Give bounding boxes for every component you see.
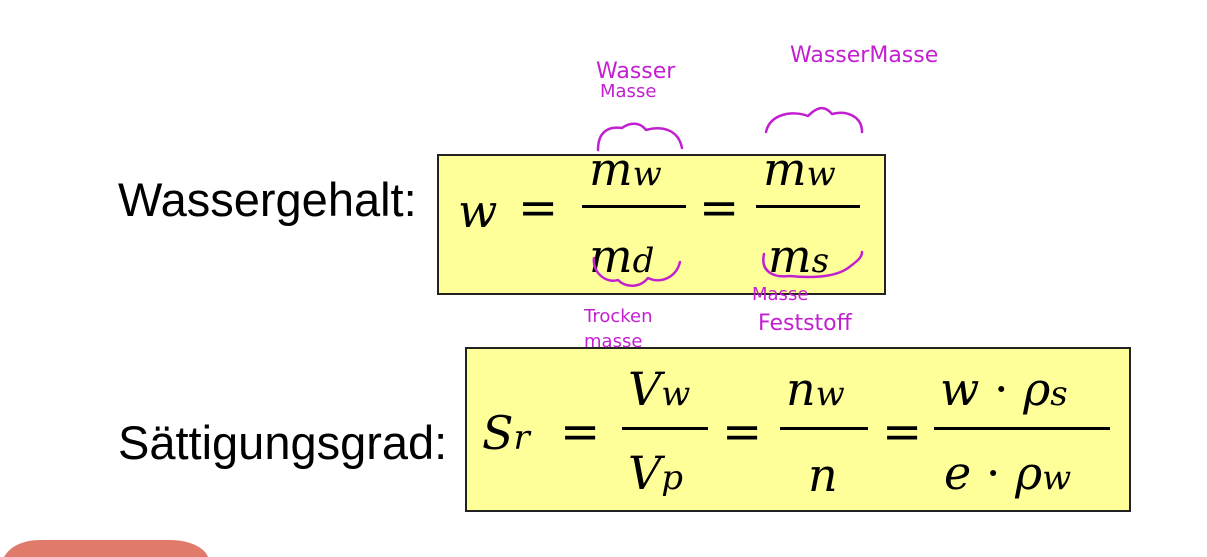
- annotation-trocken: Trocken: [583, 306, 653, 327]
- numerator-V-w: Vw: [628, 366, 690, 412]
- subscript-r: r: [513, 418, 530, 458]
- subscript-w: w: [815, 374, 845, 414]
- equals-sign: =: [699, 180, 740, 236]
- fraction-bar: [934, 427, 1110, 430]
- highlighter-mark: [4, 540, 208, 557]
- symbol-w: w: [458, 184, 498, 238]
- subscript-p: p: [661, 458, 683, 498]
- annotation-wasser: Wasser: [596, 59, 676, 84]
- n-symbol: n: [786, 362, 816, 416]
- annotation-masse: Masse: [600, 81, 656, 102]
- label-wassergehalt: Wassergehalt:: [118, 173, 417, 226]
- symbol-S-r: Sr: [482, 410, 530, 456]
- e-symbol: e: [944, 446, 972, 500]
- equals-sign: =: [722, 404, 763, 460]
- annotation-trockenmasse: masse: [584, 331, 642, 352]
- equals-sign: =: [882, 404, 923, 460]
- equals-sign: =: [560, 404, 601, 460]
- fraction-bar: [582, 205, 686, 208]
- annotation-wassermasse: WasserMasse: [790, 43, 938, 68]
- subscript-w: w: [806, 154, 836, 194]
- subscript-d: d: [632, 241, 655, 281]
- formula-box-wassergehalt: [437, 154, 886, 295]
- subscript-w: w: [632, 154, 662, 194]
- fraction-bar: [780, 427, 868, 430]
- m-symbol: m: [768, 229, 812, 283]
- numerator-m-w: mw: [589, 146, 662, 192]
- denominator-m-s: ms: [768, 233, 829, 279]
- brace-mark: [596, 122, 684, 152]
- label-saettigungsgrad: Sättigungsgrad:: [118, 416, 448, 469]
- rho-symbol: ρ: [1023, 362, 1051, 416]
- m-symbol: m: [589, 142, 633, 196]
- S-symbol: S: [482, 406, 514, 460]
- denominator-V-p: Vp: [628, 450, 683, 496]
- numerator-n-w: nw: [786, 366, 845, 412]
- numerator-m-w: mw: [763, 146, 836, 192]
- brace-mark: [592, 256, 682, 287]
- denominator-e-rho-w: e · ρw: [944, 450, 1071, 496]
- V-symbol: V: [628, 362, 662, 416]
- numerator-w-rho-s: w · ρs: [940, 366, 1068, 412]
- dot-operator: ·: [994, 362, 1009, 416]
- denominator-n: n: [808, 448, 838, 502]
- subscript-s: s: [1050, 374, 1068, 414]
- w-symbol: w: [940, 362, 980, 416]
- subscript-s: s: [811, 241, 830, 281]
- fraction-bar: [756, 205, 860, 208]
- dot-operator: ·: [985, 446, 1001, 500]
- equals-sign: =: [518, 180, 559, 236]
- subscript-w: w: [661, 374, 691, 414]
- subscript-w: w: [1042, 458, 1072, 498]
- rho-symbol: ρ: [1015, 446, 1043, 500]
- fraction-bar: [622, 427, 708, 430]
- annotation-feststoff: Feststoff: [758, 311, 853, 336]
- brace-mark: [764, 106, 864, 134]
- annotation-masse-fest: Masse: [752, 284, 808, 305]
- brace-mark: [762, 250, 864, 279]
- m-symbol: m: [763, 142, 807, 196]
- V-symbol: V: [628, 446, 662, 500]
